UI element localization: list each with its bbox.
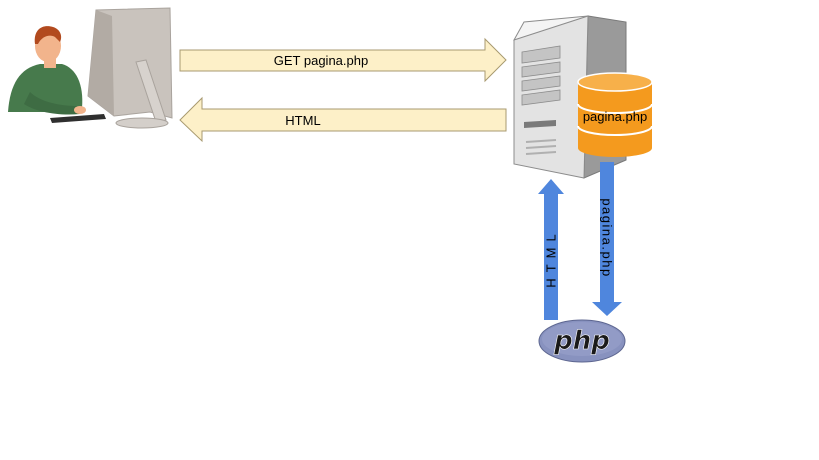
response-label: HTML bbox=[285, 113, 320, 128]
request-label: GET pagina.php bbox=[274, 53, 368, 68]
php-logo-icon: php bbox=[538, 319, 626, 363]
php-logo-text: php bbox=[553, 326, 610, 356]
request-arrow: GET pagina.php bbox=[179, 37, 507, 83]
php-request-label: pagina.php bbox=[600, 198, 615, 277]
user-at-computer-icon bbox=[8, 7, 173, 129]
php-response-arrow: HTML bbox=[538, 179, 564, 320]
response-arrow: HTML bbox=[179, 96, 507, 143]
php-request-arrow: pagina.php bbox=[592, 162, 622, 316]
database-label: pagina.php bbox=[583, 109, 647, 124]
database-icon: pagina.php bbox=[577, 72, 653, 157]
php-response-label: HTML bbox=[544, 228, 559, 287]
